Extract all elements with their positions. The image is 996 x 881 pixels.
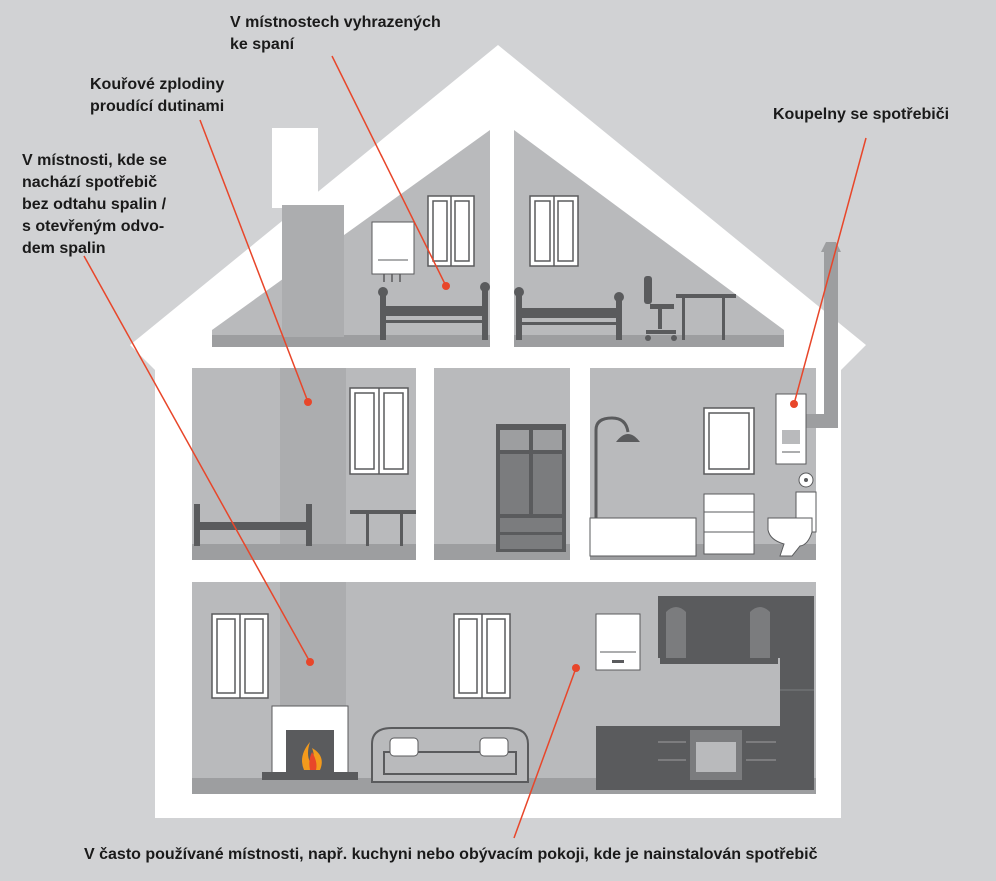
sofa — [371, 727, 529, 783]
attic-chimney-duct — [282, 205, 344, 337]
ground-window-mid — [453, 613, 511, 699]
callout-bedrooms: V místnostech vyhrazených ke spaní — [230, 14, 441, 53]
exterior-flue-pipe — [806, 242, 841, 428]
windows — [211, 195, 755, 699]
middle-chimney-duct — [280, 368, 346, 544]
kitchen-base-cabinets — [596, 726, 780, 790]
attic-bed-right — [514, 287, 624, 340]
callout-room-open-flue: V místnosti, kde se nachází spotřebič be… — [22, 152, 167, 257]
middle-table — [350, 510, 416, 546]
toilet-paper-icon — [798, 472, 814, 488]
leader-lines — [83, 55, 867, 839]
leader-kitchen — [513, 664, 580, 839]
attic-desk — [676, 294, 736, 340]
kitchen-tall-cabinet — [780, 596, 814, 790]
attic-bed-left — [378, 282, 490, 340]
kitchen-upper-cabinets — [658, 596, 780, 664]
attic-chair — [644, 276, 677, 341]
toilet — [767, 491, 817, 557]
middle-bed — [194, 504, 312, 546]
callout-flue-gases: Kouřové zplodiny proudící dutinami — [90, 76, 225, 115]
callout-bathrooms: Koupelny se spotřebiči — [773, 106, 950, 123]
callout-kitchen-living: V často používané místnosti, např. kuchy… — [84, 846, 818, 863]
leader-bath — [790, 137, 867, 408]
leader-flue — [199, 119, 312, 406]
attic-window-right — [529, 195, 579, 267]
kitchen-boiler — [595, 613, 641, 671]
middle-window-left — [349, 387, 409, 475]
attic-rooms — [212, 130, 784, 347]
leader-room — [83, 255, 314, 666]
bath-cabinet — [703, 493, 755, 555]
ground-chimney-duct — [280, 582, 346, 706]
bathtub — [589, 517, 697, 557]
leader-bedrooms — [331, 55, 450, 290]
bath-window — [703, 407, 755, 475]
attic-boiler — [371, 221, 415, 282]
ground-window-left — [211, 613, 269, 699]
shower — [594, 416, 640, 518]
attic-window-left — [427, 195, 475, 267]
fireplace — [262, 705, 358, 780]
wardrobe — [496, 424, 566, 552]
